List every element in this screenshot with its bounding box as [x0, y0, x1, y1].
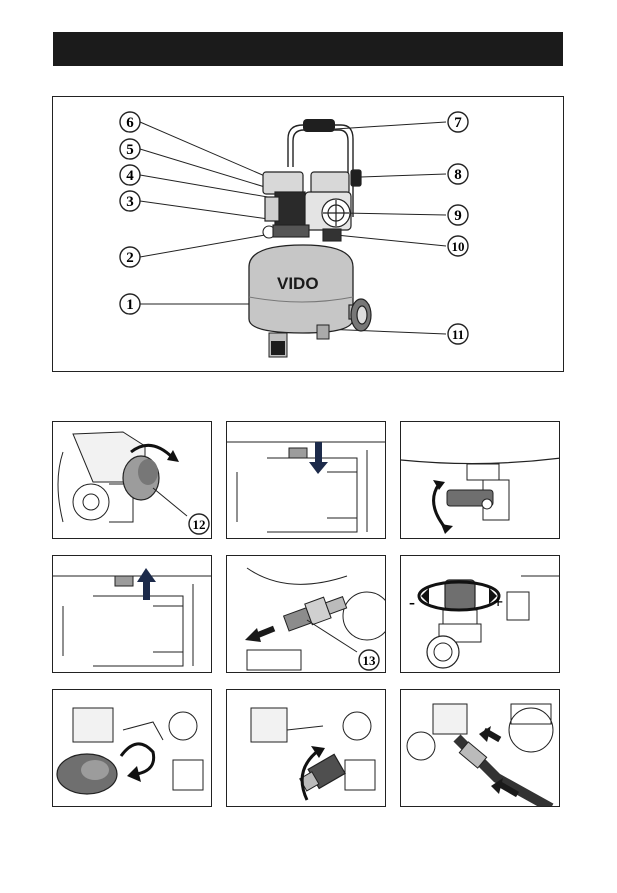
regulator-knob [445, 580, 475, 610]
step-panel-1: 12 [52, 421, 212, 539]
quick-coupler [282, 591, 348, 633]
callout-3: 3 [120, 191, 140, 211]
plus-sign: + [493, 592, 503, 612]
callout-7: 7 [448, 112, 468, 132]
callout-label: 8 [454, 167, 462, 183]
callout-6: 6 [120, 112, 140, 132]
step-panel-6: - + [400, 555, 560, 673]
minus-sign: - [409, 592, 415, 612]
title-bar [53, 32, 563, 66]
plug [115, 576, 133, 586]
coupler [298, 754, 345, 794]
tank [249, 245, 353, 357]
callout-label: 13 [363, 653, 377, 668]
callout-label: 10 [452, 239, 465, 254]
callout-10: 10 [448, 236, 468, 256]
step-panel-7 [52, 689, 212, 807]
brand-logo: VIDO [277, 274, 319, 293]
step-panel-5: 13 [226, 555, 386, 673]
callout-11: 11 [448, 324, 468, 344]
callout-5: 5 [120, 139, 140, 159]
compressor-illustration: VIDO 6 5 4 3 [53, 97, 565, 373]
step-panel-3 [400, 421, 560, 539]
callout-label: 1 [126, 297, 134, 313]
callout-label: 3 [126, 194, 134, 210]
double-arrow-icon [434, 484, 447, 530]
step-panel-4 [52, 555, 212, 673]
handle-grip [303, 119, 335, 132]
step-panel-2 [226, 421, 386, 539]
step-panel-8 [226, 689, 386, 807]
callout-label: 2 [126, 250, 134, 266]
down-arrow-icon [315, 442, 322, 464]
callout-1: 1 [120, 294, 140, 314]
callout-9: 9 [448, 205, 468, 225]
callout-label: 11 [452, 327, 464, 342]
plug [289, 448, 307, 458]
callout-label: 4 [126, 168, 134, 184]
callout-label: 5 [126, 142, 134, 158]
callout-8: 8 [448, 164, 468, 184]
callout-label: 9 [454, 208, 462, 224]
callout-label: 12 [193, 517, 206, 532]
motor-unit [263, 170, 361, 230]
step-panel-9 [400, 689, 560, 807]
main-product-figure: VIDO 6 5 4 3 [52, 96, 564, 372]
up-arrow-icon [143, 580, 150, 600]
callout-4: 4 [120, 165, 140, 185]
callout-label: 7 [454, 115, 462, 131]
callout-2: 2 [120, 247, 140, 267]
callout-label: 6 [126, 115, 134, 131]
